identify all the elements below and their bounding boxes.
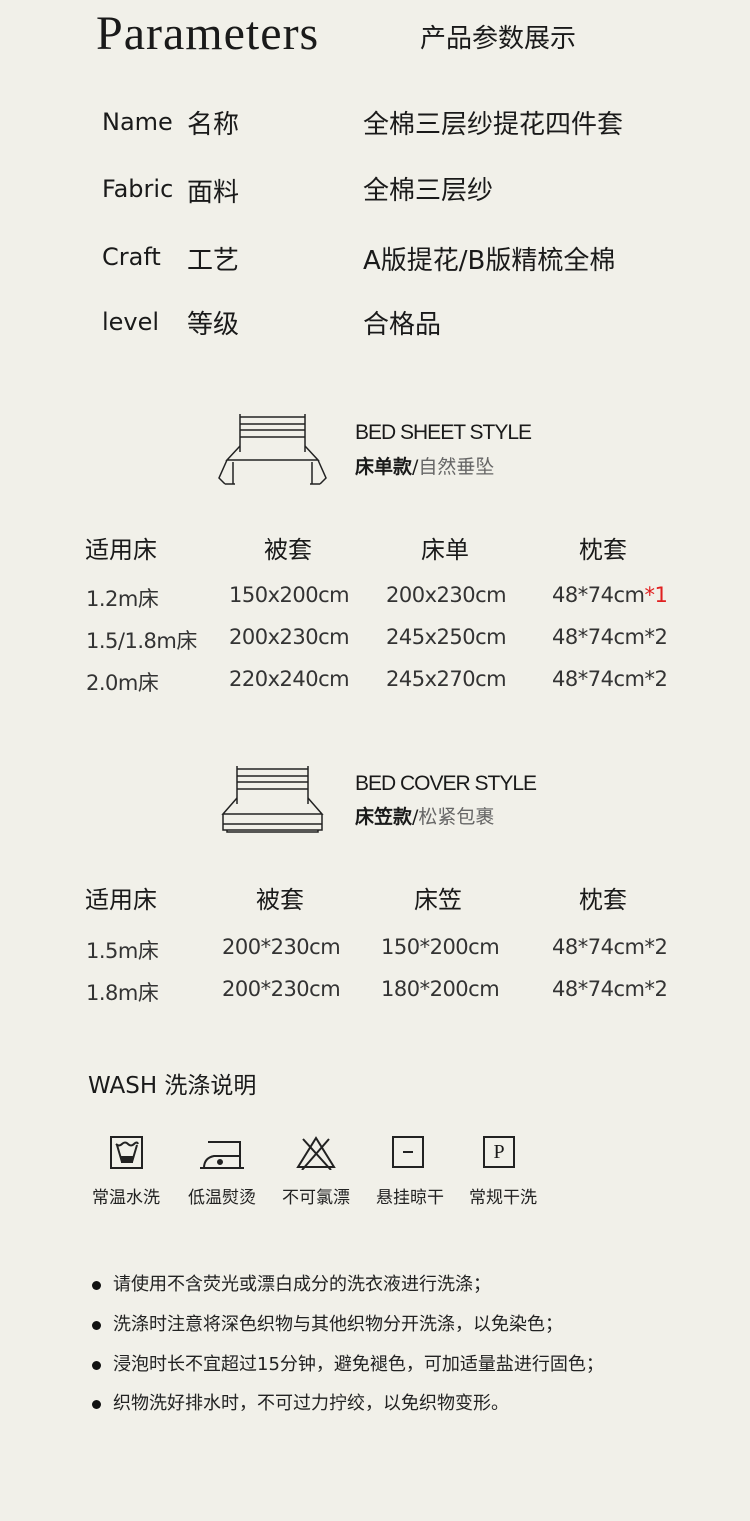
table-header: 适用床 [85, 886, 157, 914]
style-bold: 床单款 [355, 456, 413, 478]
wash-label: 悬挂晾干 [376, 1188, 444, 1208]
iron-icon [200, 1141, 244, 1169]
param-label-en: Fabric [102, 175, 174, 203]
bed-sheet-style-subtitle: 床单款/自然垂坠 [355, 452, 494, 479]
pillow-count: *2 [644, 625, 668, 649]
note-text: 浸泡时长不宜超过15分钟，避免褪色，可加适量盐进行固色； [113, 1354, 604, 1375]
param-label-cn: 等级 [187, 310, 240, 340]
bed-sheet-style-title: BED SHEET STYLE [355, 421, 532, 444]
param-value: 全棉三层纱 [363, 176, 494, 206]
wash-label: 常温水洗 [92, 1188, 160, 1208]
wash-label: 低温熨烫 [188, 1188, 256, 1208]
table-cell: 1.5m床 [86, 939, 159, 963]
table-cell: 48*74cm*2 [552, 625, 668, 649]
wash-label: 不可氯漂 [282, 1188, 350, 1208]
table-header: 枕套 [579, 886, 627, 914]
param-value: 合格品 [363, 310, 442, 340]
note-text: 织物洗好排水时，不可过力拧绞，以免织物变形。 [113, 1393, 509, 1414]
table-header: 被套 [256, 886, 304, 914]
wash-note: 浸泡时长不宜超过15分钟，避免褪色，可加适量盐进行固色； [92, 1350, 604, 1376]
style-light: 松紧包裹 [418, 806, 495, 828]
wash-note: 洗涤时注意将深色织物与其他织物分开洗涤，以免染色； [92, 1310, 563, 1336]
dry-clean-icon: P [483, 1136, 515, 1168]
style-light: 自然垂坠 [418, 456, 495, 478]
pillow-count: *2 [644, 667, 668, 691]
wash-title: WASH 洗涤说明 [88, 1073, 257, 1099]
table-cell: 200*230cm [222, 935, 341, 959]
table-cell: 200*230cm [222, 977, 341, 1001]
hang-dry-icon [392, 1136, 424, 1168]
bed-cover-style-title: BED COVER STYLE [355, 772, 537, 795]
table-header: 适用床 [85, 536, 157, 564]
table-header: 枕套 [579, 536, 627, 564]
param-label-en: level [102, 308, 160, 336]
table-header: 床笠 [414, 886, 462, 914]
wash-tub-icon [110, 1136, 143, 1169]
bullet-icon [92, 1360, 101, 1370]
table-cell: 48*74cm*1 [552, 583, 668, 607]
table-cell: 220x240cm [229, 667, 350, 691]
pillow-size: 48*74cm [552, 583, 645, 607]
wash-label: 常规干洗 [469, 1188, 537, 1208]
style-sep: / [412, 456, 419, 478]
note-text: 洗涤时注意将深色织物与其他织物分开洗涤，以免染色； [113, 1314, 563, 1335]
page-subtitle: 产品参数展示 [420, 24, 577, 54]
pillow-size: 48*74cm [552, 667, 645, 691]
table-cell: 48*74cm*2 [552, 667, 668, 691]
param-label-en: Craft [102, 243, 161, 271]
bullet-icon [92, 1320, 101, 1330]
param-value: A版提花/B版精梳全棉 [363, 246, 616, 276]
wash-note: 织物洗好排水时，不可过力拧绞，以免织物变形。 [92, 1389, 509, 1415]
bed-sheet-icon [218, 414, 327, 485]
table-cell: 2.0m床 [86, 671, 159, 695]
table-cell: 180*200cm [381, 977, 500, 1001]
table-cell: 150*200cm [381, 935, 500, 959]
note-text: 请使用不含荧光或漂白成分的洗衣液进行洗涤； [113, 1274, 491, 1295]
table-cell: 150x200cm [229, 583, 350, 607]
style-sep: / [412, 806, 419, 828]
table-cell: 200x230cm [229, 625, 350, 649]
table-cell: 48*74cm*2 [552, 935, 668, 959]
table-cell: 200x230cm [386, 583, 507, 607]
wash-note: 请使用不含荧光或漂白成分的洗衣液进行洗涤； [92, 1270, 491, 1296]
pillow-count: *1 [644, 583, 668, 607]
param-label-cn: 名称 [187, 110, 240, 140]
table-header: 床单 [421, 536, 469, 564]
table-cell: 245x250cm [386, 625, 507, 649]
bullet-icon [92, 1280, 101, 1290]
style-bold: 床笠款 [355, 806, 413, 828]
table-header: 被套 [264, 536, 312, 564]
pillow-size: 48*74cm [552, 625, 645, 649]
param-label-cn: 面料 [187, 178, 240, 208]
table-cell: 48*74cm*2 [552, 977, 668, 1001]
param-value: 全棉三层纱提花四件套 [363, 110, 624, 140]
table-cell: 1.2m床 [86, 587, 159, 611]
param-label-cn: 工艺 [187, 246, 240, 276]
table-cell: 1.5/1.8m床 [86, 629, 197, 653]
table-cell: 245x270cm [386, 667, 507, 691]
bullet-icon [92, 1399, 101, 1409]
bed-cover-icon [221, 766, 324, 833]
param-label-en: Name [102, 108, 173, 136]
page-title: Parameters [96, 7, 320, 60]
bed-cover-style-subtitle: 床笠款/松紧包裹 [355, 802, 494, 829]
table-cell: 1.8m床 [86, 981, 159, 1005]
no-bleach-icon [296, 1136, 336, 1170]
